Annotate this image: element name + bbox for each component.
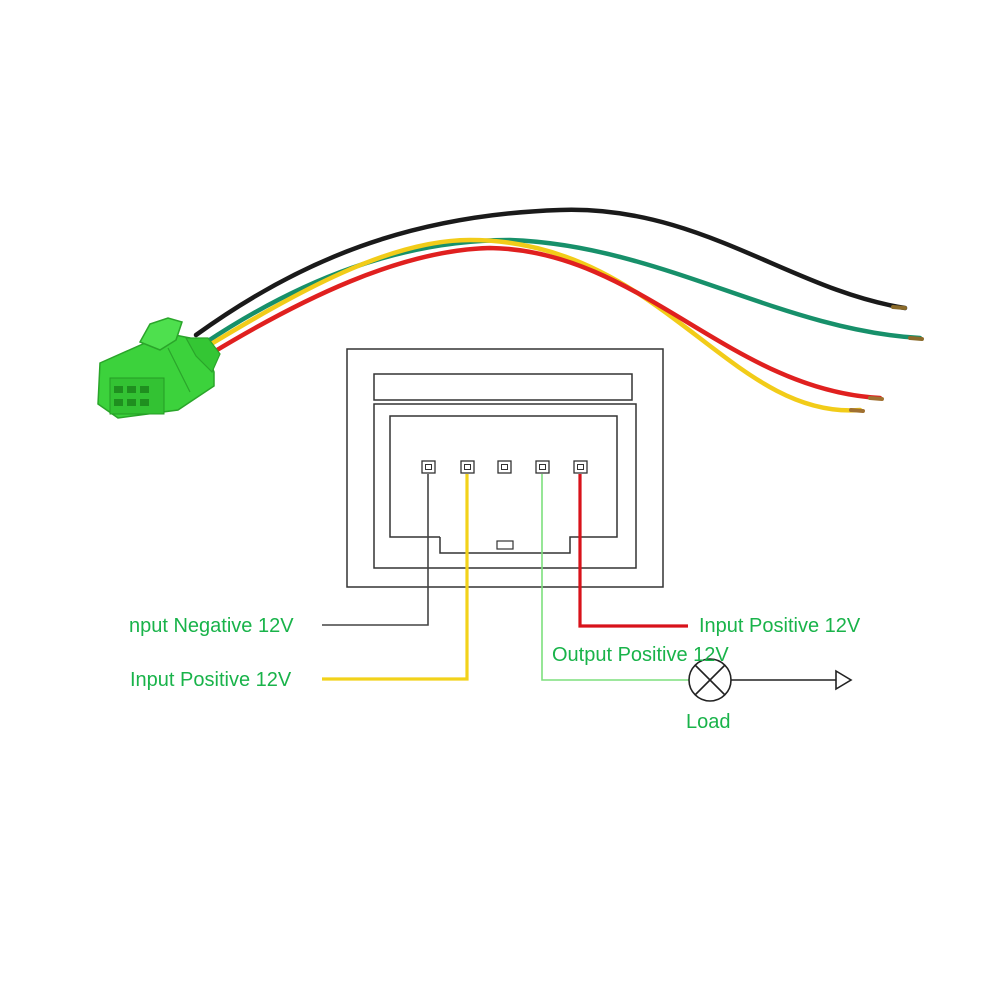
connector-inner-outline	[389, 415, 618, 554]
label-input-positive-right: Input Positive 12V	[699, 615, 861, 637]
red-wire	[209, 245, 883, 401]
red-lead-line	[578, 474, 688, 628]
green-plug	[97, 317, 221, 419]
connector-schematic	[346, 348, 664, 588]
pin-1	[421, 460, 436, 474]
label-input-negative: nput Negative 12V	[129, 615, 294, 637]
leader-lines	[322, 474, 690, 681]
red-wire-tip	[868, 396, 884, 401]
label-load: Load	[686, 711, 731, 733]
connector-top-bar	[373, 373, 633, 401]
green-wire	[202, 237, 923, 346]
arrow-icon	[835, 669, 853, 691]
pin-2	[460, 460, 475, 474]
black-wire-tip	[891, 305, 907, 310]
connector-pins	[421, 460, 588, 474]
labels: nput Negative 12V Input Positive 12V Inp…	[129, 615, 861, 733]
pin-5	[573, 460, 588, 474]
pin-4	[535, 460, 550, 474]
label-input-positive-left: Input Positive 12V	[130, 669, 292, 691]
black-wire	[193, 207, 908, 338]
green-wire-tip	[908, 336, 924, 341]
pin-3	[497, 460, 512, 474]
green-lead-line	[541, 474, 690, 681]
negative-lead-line	[322, 474, 429, 626]
label-output-positive: Output Positive 12V	[552, 644, 729, 666]
yellow-lead-line	[322, 474, 469, 681]
yellow-wire-tip	[849, 408, 865, 413]
cable-harness	[97, 207, 924, 419]
connector-key	[496, 540, 514, 550]
load-symbol	[688, 658, 853, 702]
yellow-wire	[195, 237, 863, 413]
